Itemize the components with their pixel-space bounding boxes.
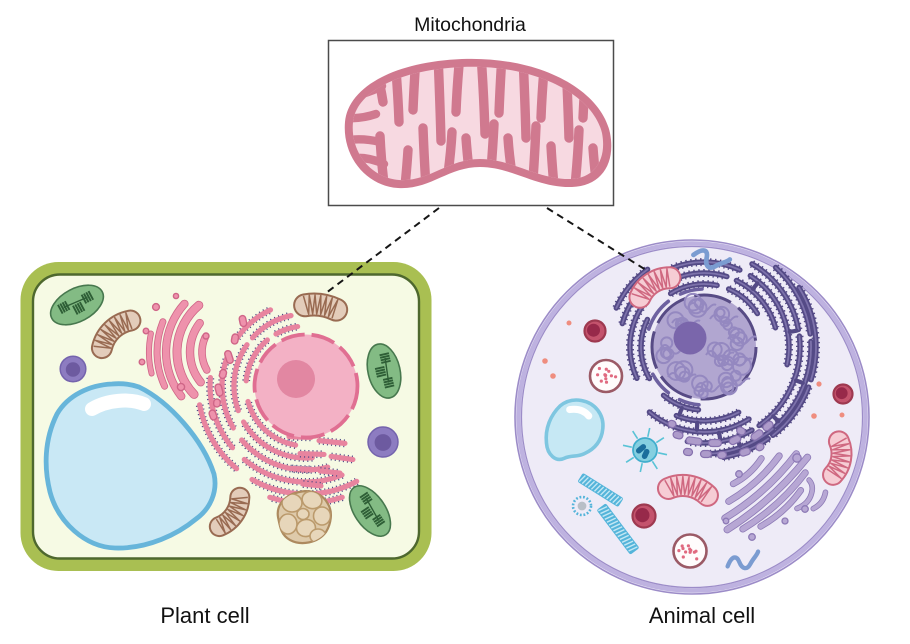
svg-text:Plant cell: Plant cell	[160, 603, 249, 628]
svg-text:Animal cell: Animal cell	[649, 603, 755, 628]
svg-text:Mitochondria: Mitochondria	[414, 14, 526, 36]
